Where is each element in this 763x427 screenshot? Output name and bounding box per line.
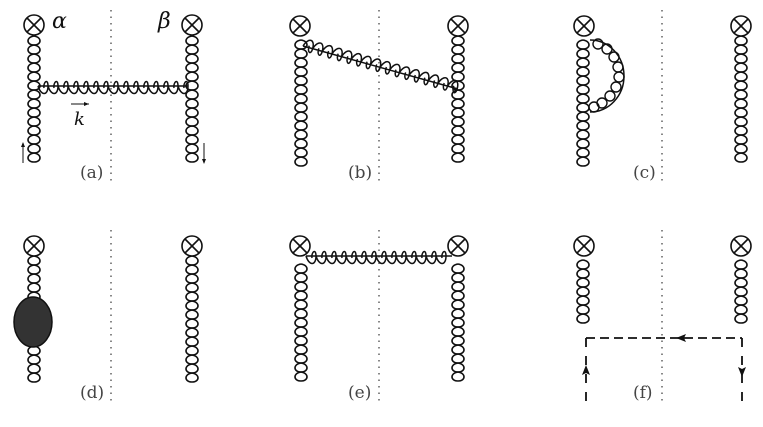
exchanged-gluon [302,39,459,94]
exchanged-gluon [305,250,452,265]
self-energy-blob [13,296,53,348]
panel-b: (b) [289,10,469,183]
left-arrow-icon [676,334,686,342]
down-arrow-icon [202,143,206,164]
gluon-loop [588,38,625,113]
operator-vertex-icon [181,14,203,36]
left-gluon-line [294,39,308,167]
alpha-label: α [52,9,67,34]
right-gluon-line [451,35,465,163]
panel-c: (c) [573,10,752,183]
operator-vertex-icon [573,15,595,37]
momentum-label: k [74,109,85,130]
right-gluon-line [734,35,748,163]
left-gluon-line [576,259,590,324]
operator-vertex-icon [573,235,595,257]
up-arrow-icon [582,365,590,375]
arrowhead-icon [84,102,89,106]
panel-label-d: (d) [80,383,104,403]
exchanged-gluon [37,80,189,95]
operator-vertex-icon [289,235,311,257]
right-gluon-line [185,255,199,383]
operator-vertex-icon [730,235,752,257]
panel-a: α β k (a) [21,9,206,183]
operator-vertex-icon [23,14,45,36]
right-gluon-line [451,263,465,382]
up-arrow-icon [21,142,25,163]
operator-vertex-icon [23,235,45,257]
right-gluon-line [734,259,748,324]
operator-vertex-icon [447,15,469,37]
operator-vertex-icon [181,235,203,257]
left-gluon-line [576,39,590,167]
panel-e: (e) [289,230,469,403]
operator-vertex-icon [289,15,311,37]
panel-f: (f) [573,230,752,403]
panel-label-f: (f) [633,383,653,403]
right-gluon-line [185,35,199,163]
left-gluon-line [27,35,41,163]
operator-vertex-icon [730,15,752,37]
panel-label-a: (a) [80,163,103,183]
down-arrow-icon [738,367,746,377]
ghost-line [585,337,743,402]
panel-label-e: (e) [348,383,371,403]
beta-label: β [157,9,171,34]
left-gluon-line [294,263,308,382]
panel-label-c: (c) [633,163,656,183]
panel-d: (d) [13,230,203,403]
operator-vertex-icon [447,235,469,257]
panel-label-b: (b) [348,163,372,183]
